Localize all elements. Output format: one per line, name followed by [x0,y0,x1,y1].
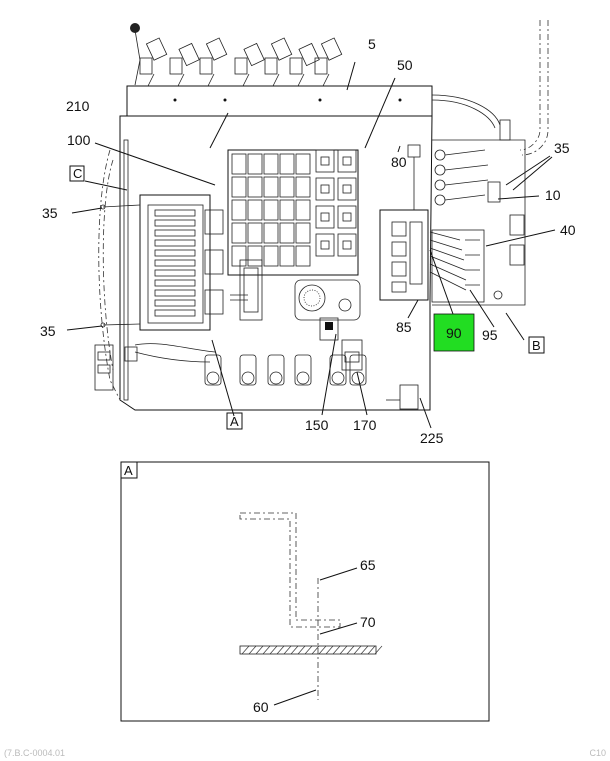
callout-65: 65 [360,557,376,573]
relay-column [315,149,357,257]
blower-motor [294,279,361,321]
callout-5: 5 [368,36,376,52]
callout-35-right: 35 [554,140,570,156]
view-marker-a-box [226,412,243,430]
callout-150: 150 [305,417,329,433]
callouts: 5 50 210 100 35 35 35 10 40 80 85 90 95 … [40,36,576,446]
bottom-connectors [124,343,367,386]
callout-80: 80 [391,154,407,170]
callout-70: 70 [360,614,376,630]
callout-100: 100 [67,132,91,148]
fuse-grid [227,149,359,276]
detail-view-a: A 65 70 60 [120,461,490,722]
leader-lines [66,61,556,429]
callout-40: 40 [560,222,576,238]
view-marker-c: C [73,166,82,181]
detail-view-a-tag: A [124,463,133,478]
callout-35-lower-left: 35 [40,323,56,339]
callout-60: 60 [253,699,269,715]
top-connector-harness [130,23,343,87]
callout-35-upper-left: 35 [42,205,58,221]
view-marker-b: B [532,338,541,353]
callout-50: 50 [397,57,413,73]
callout-95: 95 [482,327,498,343]
top-cover-plate [126,85,433,117]
view-marker-a: A [230,414,239,429]
module-panel-85 [379,209,429,301]
callout-210: 210 [66,98,90,114]
callout-10: 10 [545,187,561,203]
right-harness-panel [431,20,549,306]
relay-block-left [139,194,224,331]
view-marker-b-box [528,336,545,354]
terminal-strip-95 [429,229,485,303]
callout-85: 85 [396,319,412,335]
callout-170: 170 [353,417,377,433]
callout-90: 90 [446,325,462,341]
electrical-panel-assembly [94,20,549,411]
document-id: (7.B.C-0004.01 [4,748,66,758]
callout-225: 225 [420,430,444,446]
highlight-callout-90 [433,313,475,352]
view-marker-c-box [69,165,85,182]
page-id: C10 [589,748,606,758]
back-panel [119,115,433,411]
